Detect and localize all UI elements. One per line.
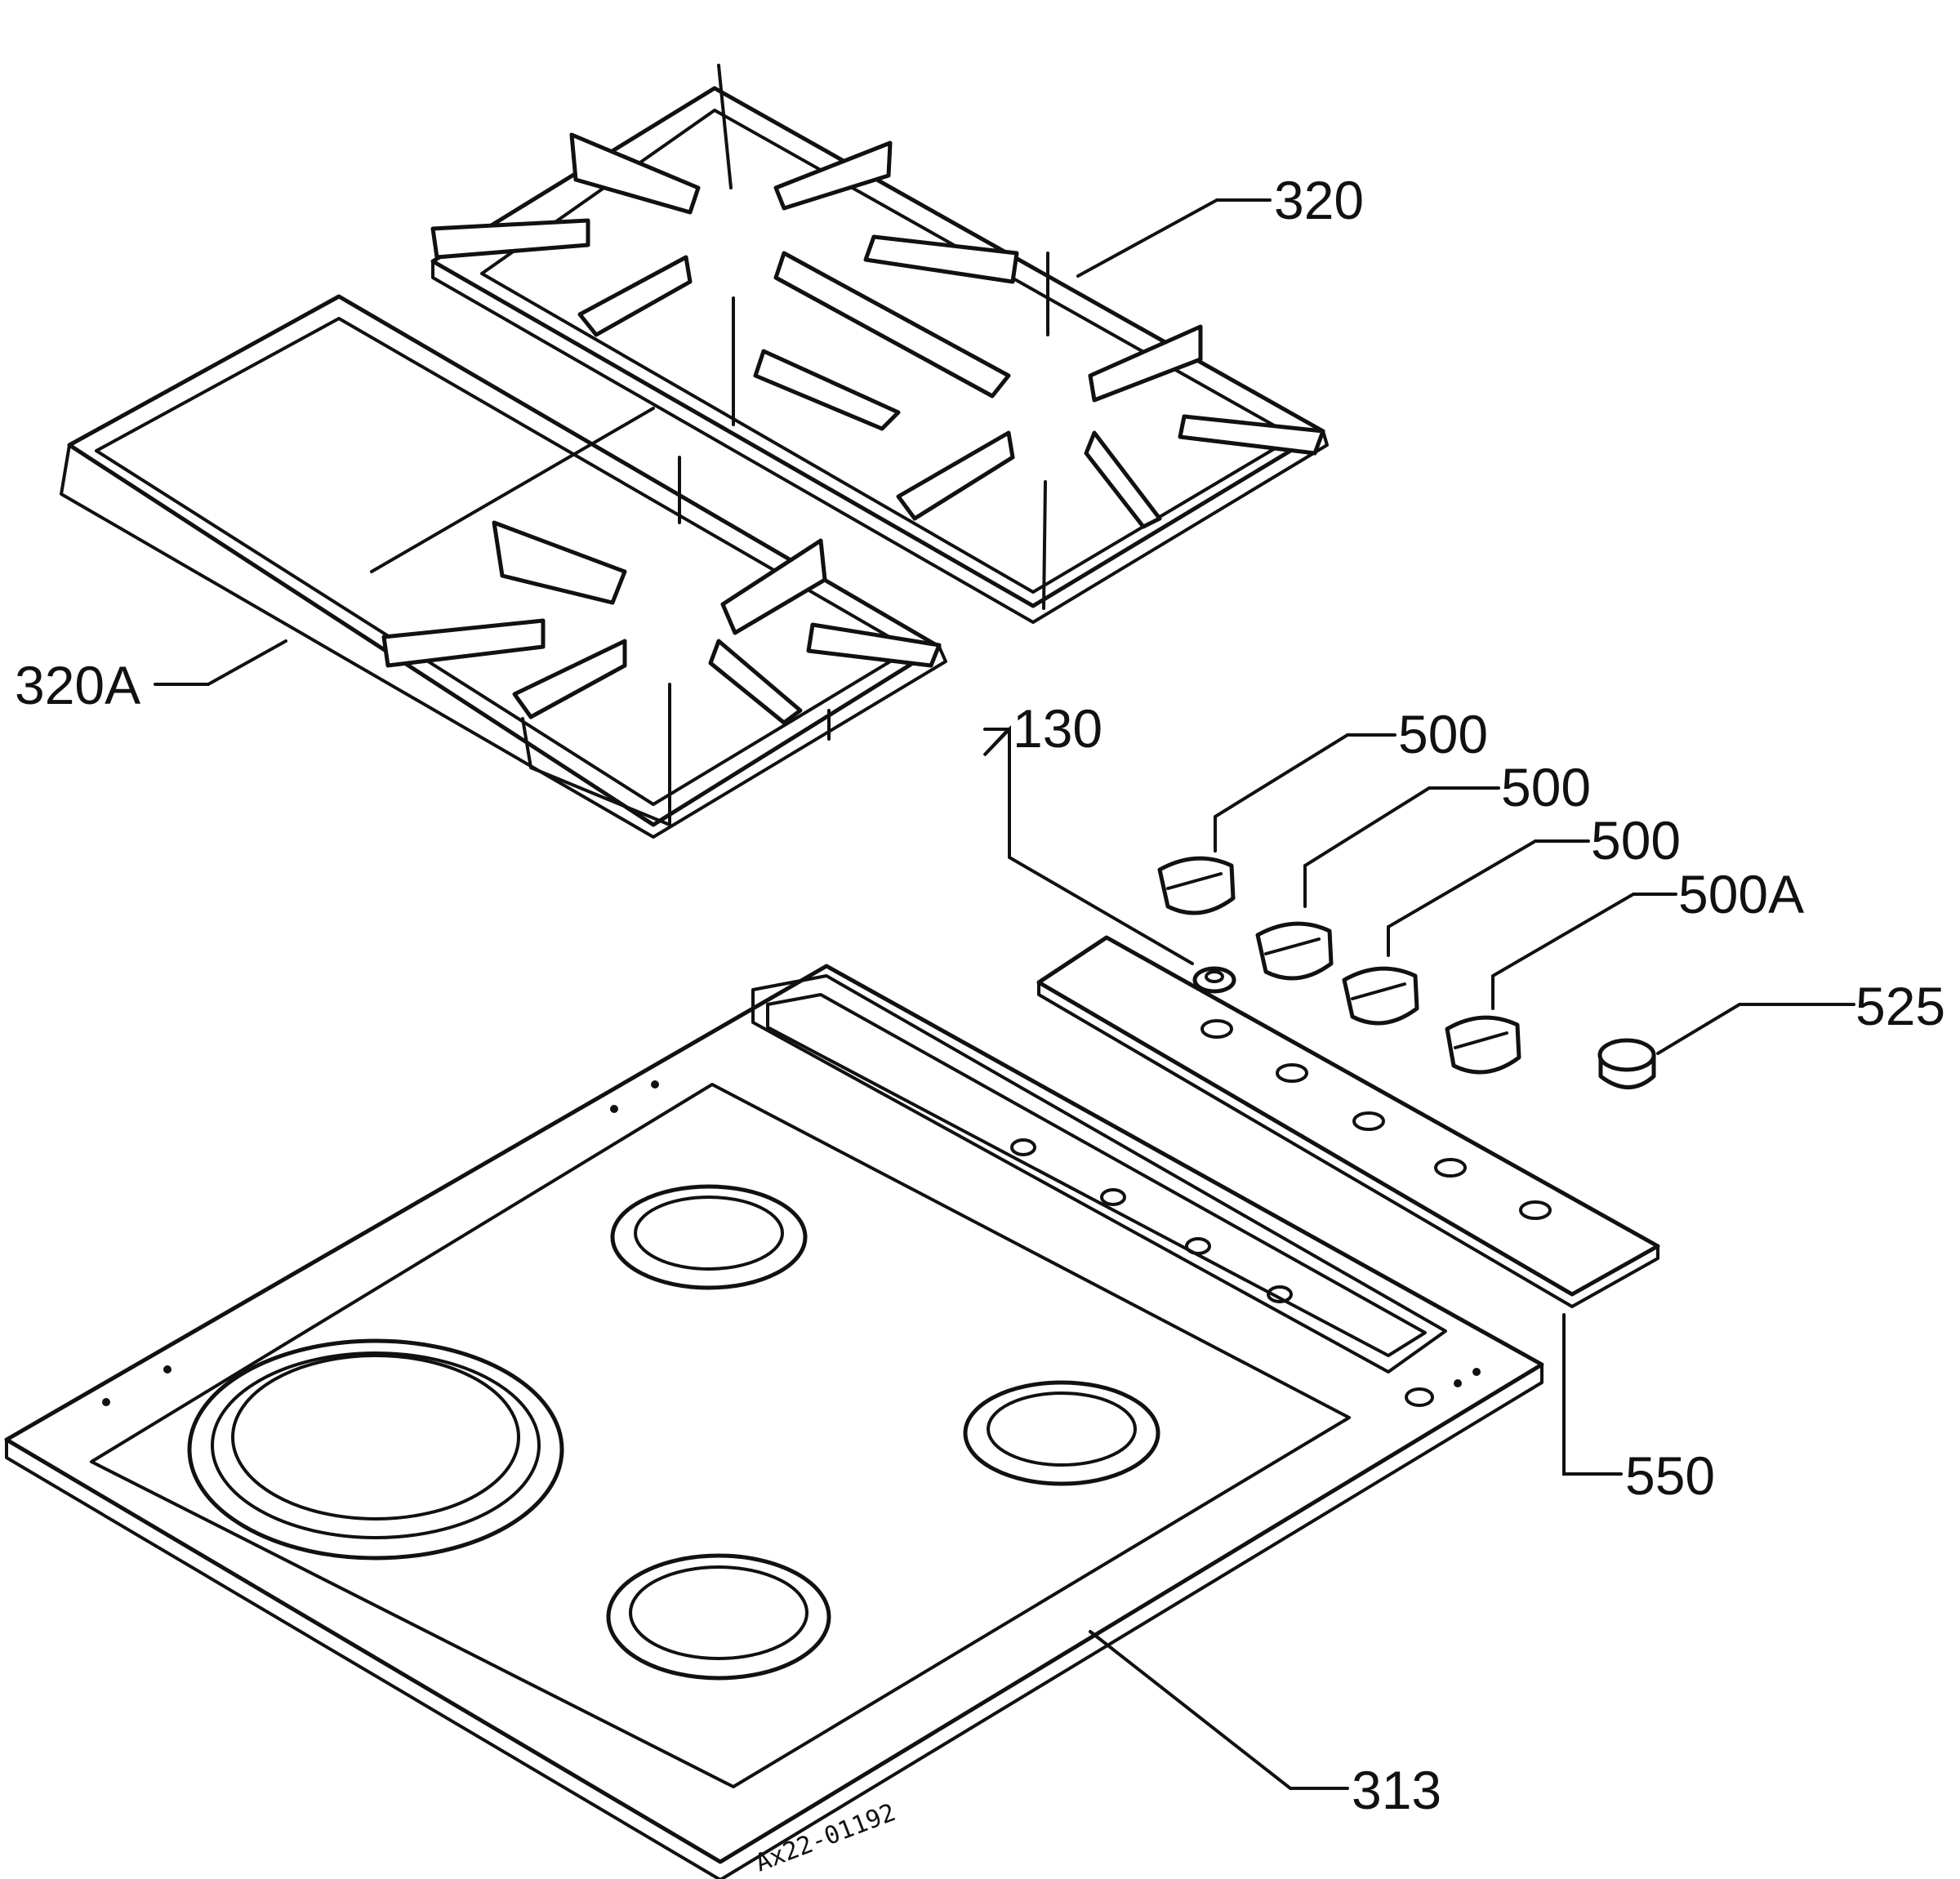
- burner-large: [187, 1338, 564, 1561]
- callout-550: 550: [1625, 1445, 1715, 1506]
- leader-500-2: [1303, 786, 1500, 908]
- leader-500A: [1491, 893, 1677, 1010]
- leader-313: [1089, 1630, 1349, 1790]
- pan-support-single-part: [60, 294, 947, 839]
- burner-right: [963, 1380, 1160, 1486]
- leader-320: [1076, 198, 1272, 278]
- pan-support-double-part: [430, 64, 1329, 624]
- burner-front: [606, 1553, 831, 1681]
- spark-button-part: [1192, 966, 1236, 994]
- leader-550: [1562, 1313, 1623, 1476]
- callout-500-2: 500: [1501, 757, 1591, 817]
- leader-500-3: [1387, 839, 1590, 957]
- callout-500-3: 500: [1591, 810, 1681, 870]
- control-panel-part: [1036, 935, 1660, 1308]
- leader-500-1: [1214, 733, 1396, 853]
- leader-525: [1656, 1003, 1855, 1055]
- callout-320A: 320A: [15, 655, 140, 715]
- callout-500-1: 500: [1398, 704, 1488, 764]
- knob-4-part: [1445, 1015, 1521, 1075]
- knob-cap-part: [1597, 1038, 1656, 1089]
- leader-130: [982, 725, 1194, 965]
- callout-320: 320: [1274, 170, 1364, 230]
- hob-top-part: [4, 964, 1544, 1879]
- burner-rear: [610, 1184, 808, 1290]
- callout-313: 313: [1352, 1760, 1441, 1820]
- leader-320A: [154, 639, 287, 686]
- knob-2-part: [1255, 921, 1334, 981]
- callout-525: 525: [1855, 976, 1945, 1036]
- knob-1-part: [1157, 856, 1236, 915]
- knob-3-part: [1342, 966, 1419, 1026]
- callout-500A: 500A: [1678, 864, 1804, 924]
- callout-130: 130: [1013, 698, 1102, 759]
